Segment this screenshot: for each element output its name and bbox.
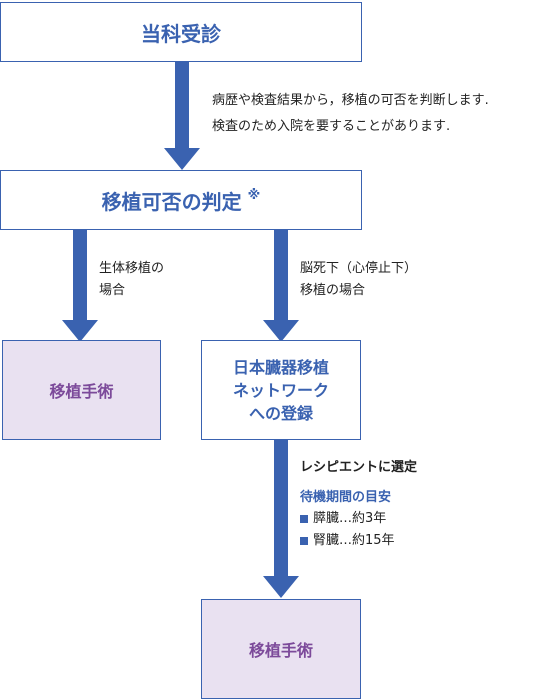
branch-label-line: 場合 [99,283,126,298]
consultation-note: 病歴や検査結果から，移植の可否を判断します. 検査のため入院を要することがありま… [212,88,489,140]
consultation-note-line: 検査のため入院を要することがあります. [212,119,451,134]
step-surgery-living: 移植手術 [2,340,161,440]
footnote-mark: ※ [247,187,261,203]
registration-line: 日本臓器移植 [232,357,329,377]
step-surgery-deceased: 移植手術 [201,599,361,699]
registration-line: ネットワーク [232,380,329,400]
step-consultation-label: 当科受診 [141,21,221,46]
recipient-info: レシピエントに選定 待機期間の目安 膵臓…約3年 腎臓…約15年 [300,458,417,552]
waiting-period-item: 膵臓…約3年 [300,508,417,530]
registration-line: への登録 [248,403,313,423]
branch-label-line: 生体移植の [99,261,165,276]
recipient-selected-label: レシピエントに選定 [300,460,418,475]
waiting-period-item-text: 腎臓…約15年 [313,533,395,548]
branch-label-line: 移植の場合 [300,283,366,298]
step-eligibility-judgment-label: 移植可否の判定 [101,189,242,214]
waiting-period-item: 腎臓…約15年 [300,530,417,552]
consultation-note-line: 病歴や検査結果から，移植の可否を判断します. [212,93,489,108]
bullet-square-icon [300,537,308,545]
waiting-period-item-text: 膵臓…約3年 [313,511,387,526]
step-network-registration: 日本臓器移植 ネットワーク への登録 [201,340,361,440]
step-eligibility-judgment: 移植可否の判定 ※ [0,170,362,230]
step-surgery-deceased-label: 移植手術 [248,641,313,660]
branch-label-deceased: 脳死下（心停止下） 移植の場合 [300,258,417,302]
branch-label-living: 生体移植の 場合 [99,258,164,302]
step-surgery-living-label: 移植手術 [49,382,114,401]
branch-label-line: 脳死下（心停止下） [300,261,418,276]
step-consultation: 当科受診 [0,2,362,62]
waiting-period-title: 待機期間の目安 [300,490,392,505]
bullet-square-icon [300,515,308,523]
